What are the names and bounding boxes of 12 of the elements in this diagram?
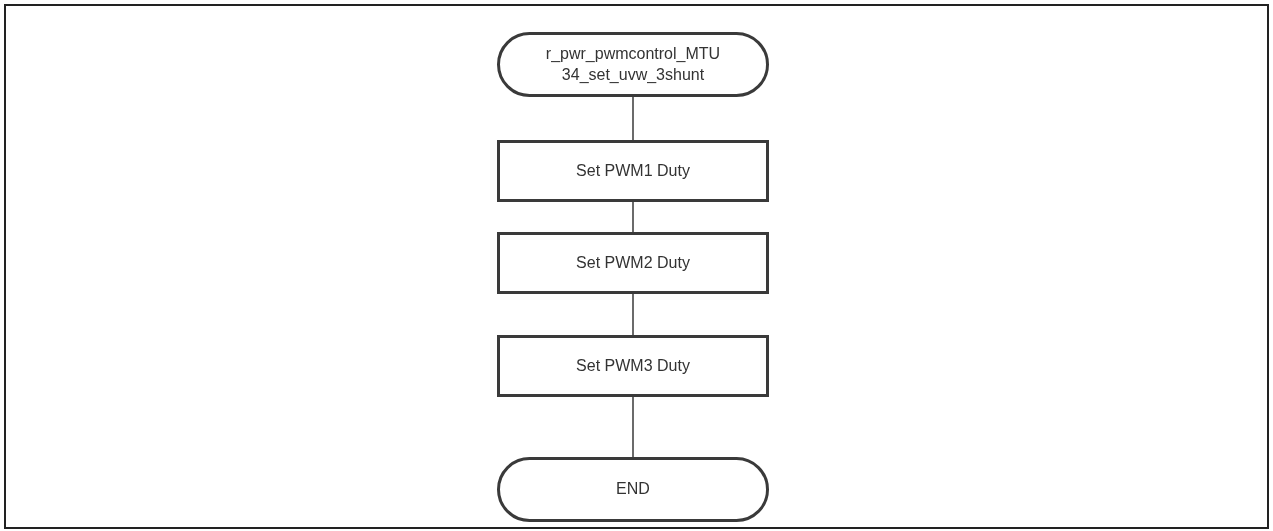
node-label: r_pwr_pwmcontrol_MTU34_set_uvw_3shunt — [544, 43, 722, 85]
connector-line — [632, 201, 634, 233]
node-label: Set PWM1 Duty — [576, 160, 690, 181]
process-box — [497, 140, 769, 202]
connector-line — [632, 293, 634, 336]
node-label: Set PWM2 Duty — [576, 252, 690, 273]
node-label: END — [616, 479, 650, 500]
connector-line — [632, 96, 634, 141]
process-box — [497, 335, 769, 397]
process-box — [497, 232, 769, 294]
node-label: Set PWM3 Duty — [576, 355, 690, 376]
connector-line — [632, 396, 634, 458]
